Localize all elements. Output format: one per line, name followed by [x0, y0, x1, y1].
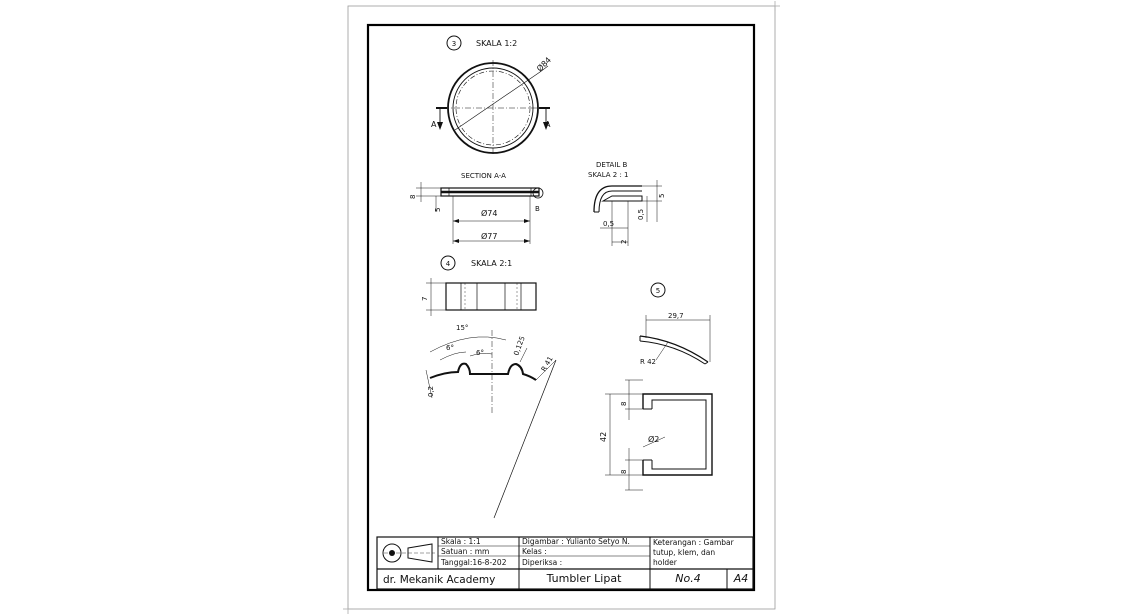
section-aa-detail-mark: B — [535, 205, 540, 213]
detail-b-dim-width: 2 — [620, 240, 628, 244]
detail-b-dim-thk-v: 0,5 — [637, 209, 645, 220]
sheet-trim-border — [347, 5, 776, 610]
section-aa-title: SECTION A-A — [461, 172, 506, 180]
view-5-dim-chord: 29,7 — [668, 312, 684, 320]
section-aa-dim-dia-inner: Ø74 — [481, 208, 497, 218]
detail-b-profile — [593, 180, 662, 246]
corner-marks — [343, 1, 780, 614]
view-3-scale: SKALA 1:2 — [476, 39, 517, 48]
detail-b-dim-height: 5 — [658, 194, 666, 198]
view-5-dim-radius: R 42 — [640, 358, 656, 366]
detail-b-scale: SKALA 2 : 1 — [588, 171, 629, 179]
section-mark-a-right: A — [545, 120, 551, 129]
view-4-dim-angle-total: 15° — [456, 324, 468, 332]
view-5-holder — [605, 282, 713, 491]
title-block-digambar: Digambar : Yulianto Setyo N. — [522, 537, 630, 546]
view-3-cover-top — [436, 35, 550, 156]
view-4-dim-angle-a: 6° — [446, 344, 454, 352]
title-block-diperiksa: Diperiksa : — [522, 558, 562, 567]
detail-b-dim-thk-h: 0,5 — [603, 220, 614, 228]
view-3-balloon — [446, 35, 462, 51]
title-block-company: dr. Mekanik Academy — [383, 574, 495, 586]
view-5-dim-height: 42 — [599, 432, 608, 442]
view-5-balloon — [650, 282, 666, 298]
view-5-dim-top: 8 — [620, 402, 628, 406]
view-4-dim-height: 7 — [421, 297, 429, 301]
view-4-clamp — [425, 255, 557, 519]
title-block-kelas: Kelas : — [522, 547, 547, 556]
view-5-number: 5 — [656, 287, 660, 295]
title-block-tanggal: Tanggal:16-8-202 — [440, 558, 507, 567]
title-block-keterangan-3: holder — [653, 558, 678, 567]
section-mark-a-left: A — [431, 120, 437, 129]
view-4-number: 4 — [446, 260, 451, 268]
view-3-number: 3 — [452, 40, 456, 48]
projection-symbol — [382, 543, 435, 563]
title-block-number: No.4 — [675, 572, 700, 585]
section-aa-profile — [416, 182, 544, 244]
view-4-dim-thk: 0,2 — [427, 386, 435, 397]
view-5-dim-dia: Ø2 — [648, 434, 659, 444]
section-aa-dim-height: 8 — [409, 195, 417, 199]
section-aa-dim-step: 5 — [434, 208, 442, 212]
view-4-scale: SKALA 2:1 — [471, 259, 512, 268]
view-5-dim-bottom: 8 — [620, 470, 628, 474]
title-block-keterangan-2: tutup, klem, dan — [653, 548, 715, 557]
view-4-balloon — [440, 255, 456, 271]
title-block — [376, 536, 754, 590]
view-4-dim-angle-b: 6° — [476, 349, 484, 357]
title-block-keterangan-1: Keterangan : Gambar — [653, 538, 735, 547]
title-block-size: A4 — [733, 572, 749, 585]
section-aa-dim-dia-outer: Ø77 — [481, 231, 497, 241]
title-block-drawing-title: Tumbler Lipat — [546, 572, 622, 585]
drawing-frame — [366, 23, 756, 592]
title-block-skala: Skala : 1:1 — [441, 537, 481, 546]
title-block-satuan: Satuan : mm — [441, 547, 489, 556]
detail-b-title: DETAIL B — [596, 161, 628, 169]
